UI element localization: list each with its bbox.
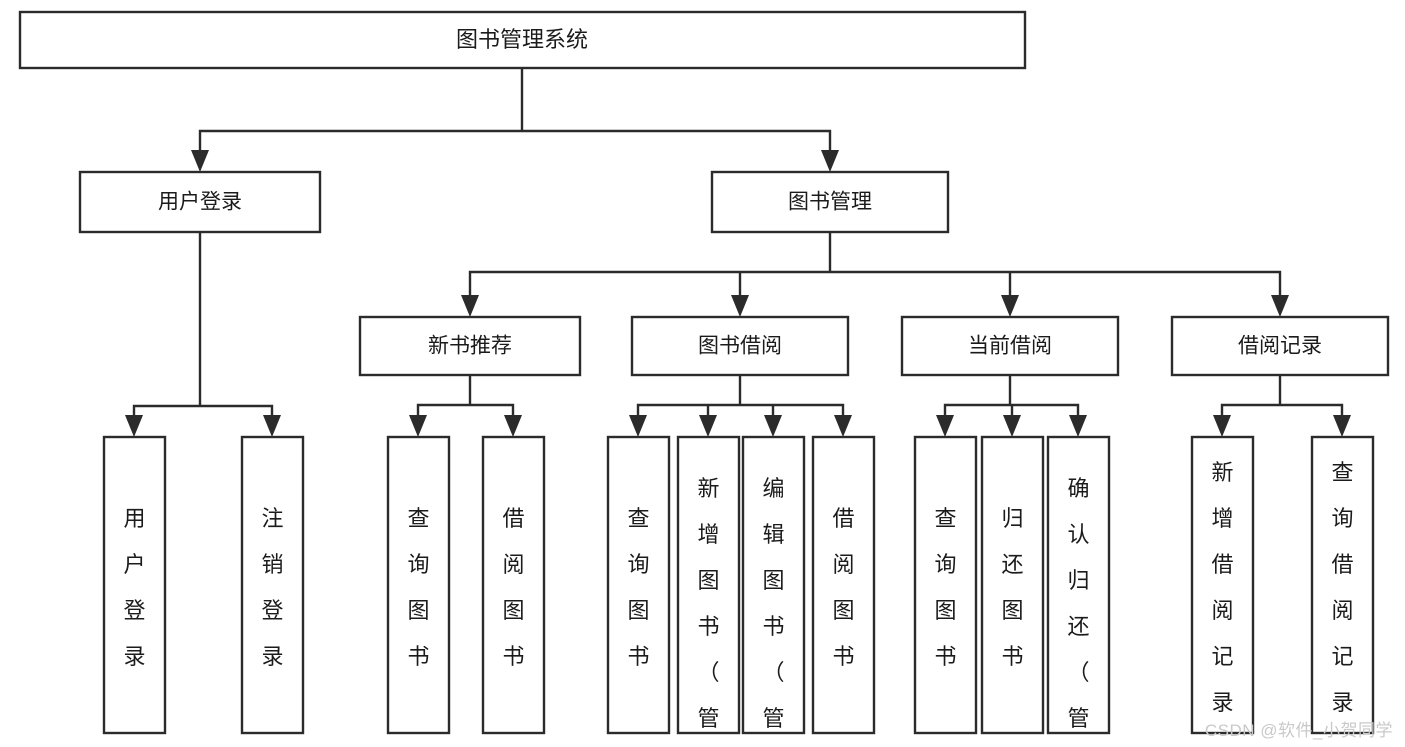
new-book-recommend-box[interactable] (358, 315, 582, 377)
leaf-edit-book-admin-box[interactable] (741, 435, 806, 735)
arrow-to-leaf-borrow-book-1 (504, 415, 522, 437)
leaf-node[interactable]: 注销登录 (240, 435, 305, 735)
arrow-to-leaf-confirm-return-admin (1069, 415, 1087, 437)
leaf-confirm-return-admin-box[interactable] (1046, 435, 1111, 735)
arrow-to-leaf-edit-book-admin (764, 415, 782, 437)
current-borrow-label: 当前借阅 (968, 335, 1052, 358)
arrow-to-leaf-query-borrow-record (1333, 415, 1351, 437)
user-login-box[interactable] (78, 170, 322, 234)
leaf-node[interactable]: 查询图书 (386, 435, 451, 735)
new-book-recommend-label: 新书推荐 (428, 335, 512, 358)
borrow-record-box[interactable] (1170, 315, 1390, 377)
leaf-confirm-return-admin-label: 确认归还（管理员） (1067, 476, 1089, 747)
arrow-to-leaf-query-book-3 (936, 415, 954, 437)
node-current-borrow[interactable]: 当前借阅 (900, 315, 1120, 377)
leaf-node[interactable]: 归还图书 (980, 435, 1045, 735)
leaf-node[interactable]: 用户登录 (102, 435, 167, 735)
node-user-login[interactable]: 用户登录 (78, 170, 322, 234)
connector-user-login-bus (132, 230, 274, 427)
arrow-to-leaf-add-borrow-record (1213, 415, 1231, 437)
arrow-to-user-login (191, 150, 209, 172)
leaf-node[interactable]: 查询图书 (606, 435, 671, 735)
leaf-edit-book-admin-label: 编辑图书（管理员） (762, 476, 784, 747)
leaf-user-login-box[interactable] (102, 435, 167, 735)
node-book-borrow[interactable]: 图书借阅 (630, 315, 850, 377)
leaf-query-book-1-box[interactable] (386, 435, 451, 735)
current-borrow-box[interactable] (900, 315, 1120, 377)
node-borrow-record[interactable]: 借阅记录 (1170, 315, 1390, 377)
node-new-book-recommend[interactable]: 新书推荐 (358, 315, 582, 377)
arrow-to-leaf-user-login (125, 415, 143, 437)
leaf-borrow-book-2-label: 借阅图书 (832, 506, 854, 669)
leaf-node[interactable]: 新增图书（管理员） (676, 435, 741, 747)
book-manage-box[interactable] (710, 170, 950, 234)
leaf-node[interactable]: 借阅图书 (481, 435, 546, 735)
arrow-to-leaf-query-book-1 (409, 415, 427, 437)
connector-book-borrow-bus (636, 373, 845, 427)
user-login-label: 用户登录 (158, 191, 242, 214)
leaf-nodes-group: 用户登录 注销登录 查询图书 借阅图书 查询图书 新增图书（管理员） 编辑图书（管理员） 借阅… (102, 435, 1375, 747)
leaf-query-book-3-label: 查询图书 (934, 506, 956, 669)
leaf-node[interactable]: 查询图书 (913, 435, 978, 735)
leaf-node[interactable]: 新增借阅记录 (1190, 435, 1255, 735)
arrow-to-leaf-add-book-admin (699, 415, 717, 437)
arrow-to-current-borrow (1001, 295, 1019, 317)
arrow-to-new-book-recommend (461, 295, 479, 317)
leaf-add-borrow-record-box[interactable] (1190, 435, 1255, 735)
arrow-to-book-borrow (731, 295, 749, 317)
borrow-record-label: 借阅记录 (1238, 335, 1322, 358)
connector-book-manage-bus (468, 230, 1282, 307)
leaf-return-book-label: 归还图书 (1001, 506, 1023, 669)
arrow-to-book-manage (821, 150, 839, 172)
leaf-node[interactable]: 查询借阅记录 (1310, 435, 1375, 735)
leaf-query-book-2-box[interactable] (606, 435, 671, 735)
leaf-return-book-box[interactable] (980, 435, 1045, 735)
leaf-add-book-admin-label: 新增图书（管理员） (697, 476, 719, 747)
leaf-query-borrow-record-label: 查询借阅记录 (1331, 460, 1353, 715)
arrow-to-leaf-user-logout (263, 415, 281, 437)
leaf-node[interactable]: 确认归还（管理员） (1046, 435, 1111, 747)
arrow-to-leaf-query-book-2 (629, 415, 647, 437)
book-borrow-box[interactable] (630, 315, 850, 377)
connector-new-book-recommend-bus (416, 373, 515, 427)
arrow-to-leaf-borrow-book-2 (834, 415, 852, 437)
leaf-add-borrow-record-label: 新增借阅记录 (1211, 460, 1233, 715)
book-manage-label: 图书管理 (788, 191, 872, 214)
node-root[interactable]: 图书管理系统 (18, 10, 1027, 70)
root-label: 图书管理系统 (456, 27, 588, 52)
leaf-borrow-book-1-label: 借阅图书 (502, 506, 524, 669)
connector-root-to-bus (198, 66, 832, 162)
leaf-node[interactable]: 借阅图书 (811, 435, 876, 735)
root-box[interactable] (18, 10, 1027, 70)
arrow-to-borrow-record (1271, 295, 1289, 317)
leaf-add-book-admin-box[interactable] (676, 435, 741, 735)
leaf-borrow-book-1-box[interactable] (481, 435, 546, 735)
leaf-query-book-1-label: 查询图书 (407, 506, 429, 669)
connector-borrow-record-bus (1220, 373, 1344, 427)
leaf-user-logout-label: 注销登录 (261, 506, 283, 669)
arrow-to-leaf-return-book (1003, 415, 1021, 437)
connectors-group (125, 66, 1351, 437)
leaf-user-login-label: 用户登录 (123, 506, 145, 669)
leaf-borrow-book-2-box[interactable] (811, 435, 876, 735)
leaf-query-book-3-box[interactable] (913, 435, 978, 735)
node-book-manage[interactable]: 图书管理 (710, 170, 950, 234)
book-borrow-label: 图书借阅 (698, 335, 782, 358)
leaf-node[interactable]: 编辑图书（管理员） (741, 435, 806, 747)
leaf-query-book-2-label: 查询图书 (627, 506, 649, 669)
leaf-user-logout-box[interactable] (240, 435, 305, 735)
leaf-query-borrow-record-box[interactable] (1310, 435, 1375, 735)
